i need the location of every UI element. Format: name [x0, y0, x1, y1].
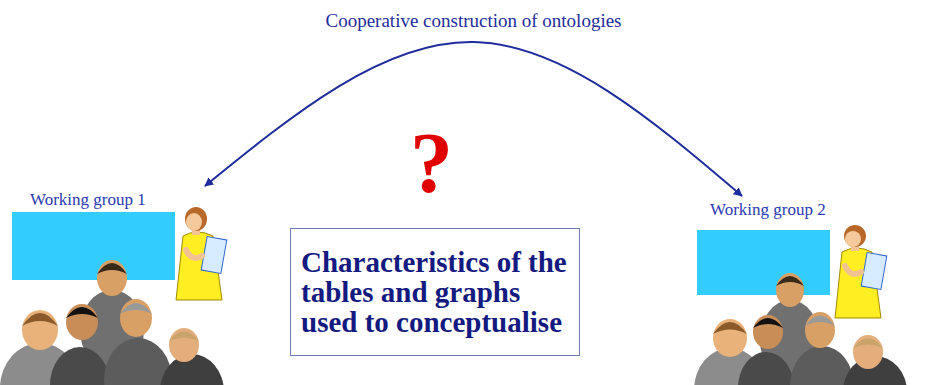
audience	[0, 260, 224, 385]
presenter	[835, 225, 887, 318]
group-heading: Working group 1	[30, 190, 209, 210]
question-mark: ?	[410, 118, 453, 208]
arrow-label: Cooperative construction of ontologies	[322, 10, 624, 32]
presentation-board	[12, 212, 175, 280]
presentation-board	[697, 230, 830, 295]
concept-box: Characteristics of the tables and graphs…	[290, 228, 580, 356]
working-group: Working group 1	[20, 186, 217, 381]
working-group-1-picture	[0, 207, 227, 385]
presenter	[176, 207, 227, 300]
group-heading: Working group 2	[710, 200, 909, 220]
working-group-2-picture	[694, 225, 907, 385]
box-text: Characteristics of the tables and graphs…	[301, 247, 569, 337]
curved-arrow	[205, 42, 742, 196]
audience	[694, 273, 907, 385]
working-group: Working group 2	[700, 196, 917, 381]
